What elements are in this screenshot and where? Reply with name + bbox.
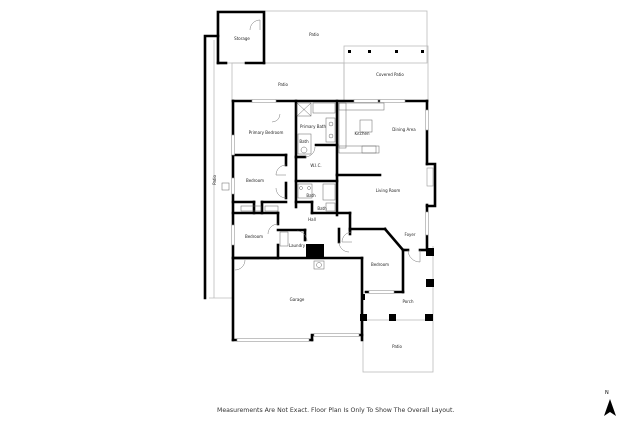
label-primary-bath: Primary Bath bbox=[300, 124, 326, 129]
compass-label: N bbox=[605, 390, 609, 396]
label-bath-wc: Bath bbox=[299, 139, 309, 144]
label-hall: Hall bbox=[308, 217, 316, 222]
room-labels: Storage Patio Covered Patio Patio Primar… bbox=[212, 32, 416, 349]
north-arrow-icon bbox=[604, 399, 616, 416]
label-bedroom-3: Bedroom bbox=[371, 262, 389, 267]
label-storage: Storage bbox=[234, 36, 250, 41]
label-bedroom-2: Bedroom bbox=[245, 234, 263, 239]
label-patio-mid: Patio bbox=[278, 82, 288, 87]
doors bbox=[234, 19, 421, 271]
label-bedroom-1: Bedroom bbox=[246, 178, 264, 183]
label-primary-bedroom: Primary Bedroom bbox=[249, 130, 284, 135]
label-bath-1: Bath bbox=[306, 193, 316, 198]
columns bbox=[306, 50, 434, 321]
label-covered-patio: Covered Patio bbox=[376, 72, 404, 77]
label-dining-area: Dining Area bbox=[392, 127, 416, 132]
walls bbox=[203, 10, 437, 342]
label-laundry: Laundry bbox=[289, 243, 306, 248]
label-foyer: Foyer bbox=[404, 232, 415, 237]
outdoor-outlines bbox=[209, 10, 434, 373]
disclaimer-text: Measurements Are Not Exact. Floor Plan I… bbox=[217, 407, 455, 414]
label-living-room: Living Room bbox=[376, 188, 401, 193]
label-porch: Porch bbox=[402, 299, 413, 304]
label-bath-2: Bath bbox=[317, 206, 327, 211]
label-wic: W.I.C. bbox=[310, 163, 321, 168]
label-kitchen: Kitchen bbox=[354, 131, 369, 136]
label-patio-side: Patio bbox=[212, 175, 217, 185]
fixtures bbox=[221, 102, 385, 270]
label-patio-front: Patio bbox=[392, 344, 402, 349]
label-patio-top: Patio bbox=[309, 32, 319, 37]
label-garage: Garage bbox=[290, 297, 305, 302]
windows bbox=[231, 99, 434, 342]
